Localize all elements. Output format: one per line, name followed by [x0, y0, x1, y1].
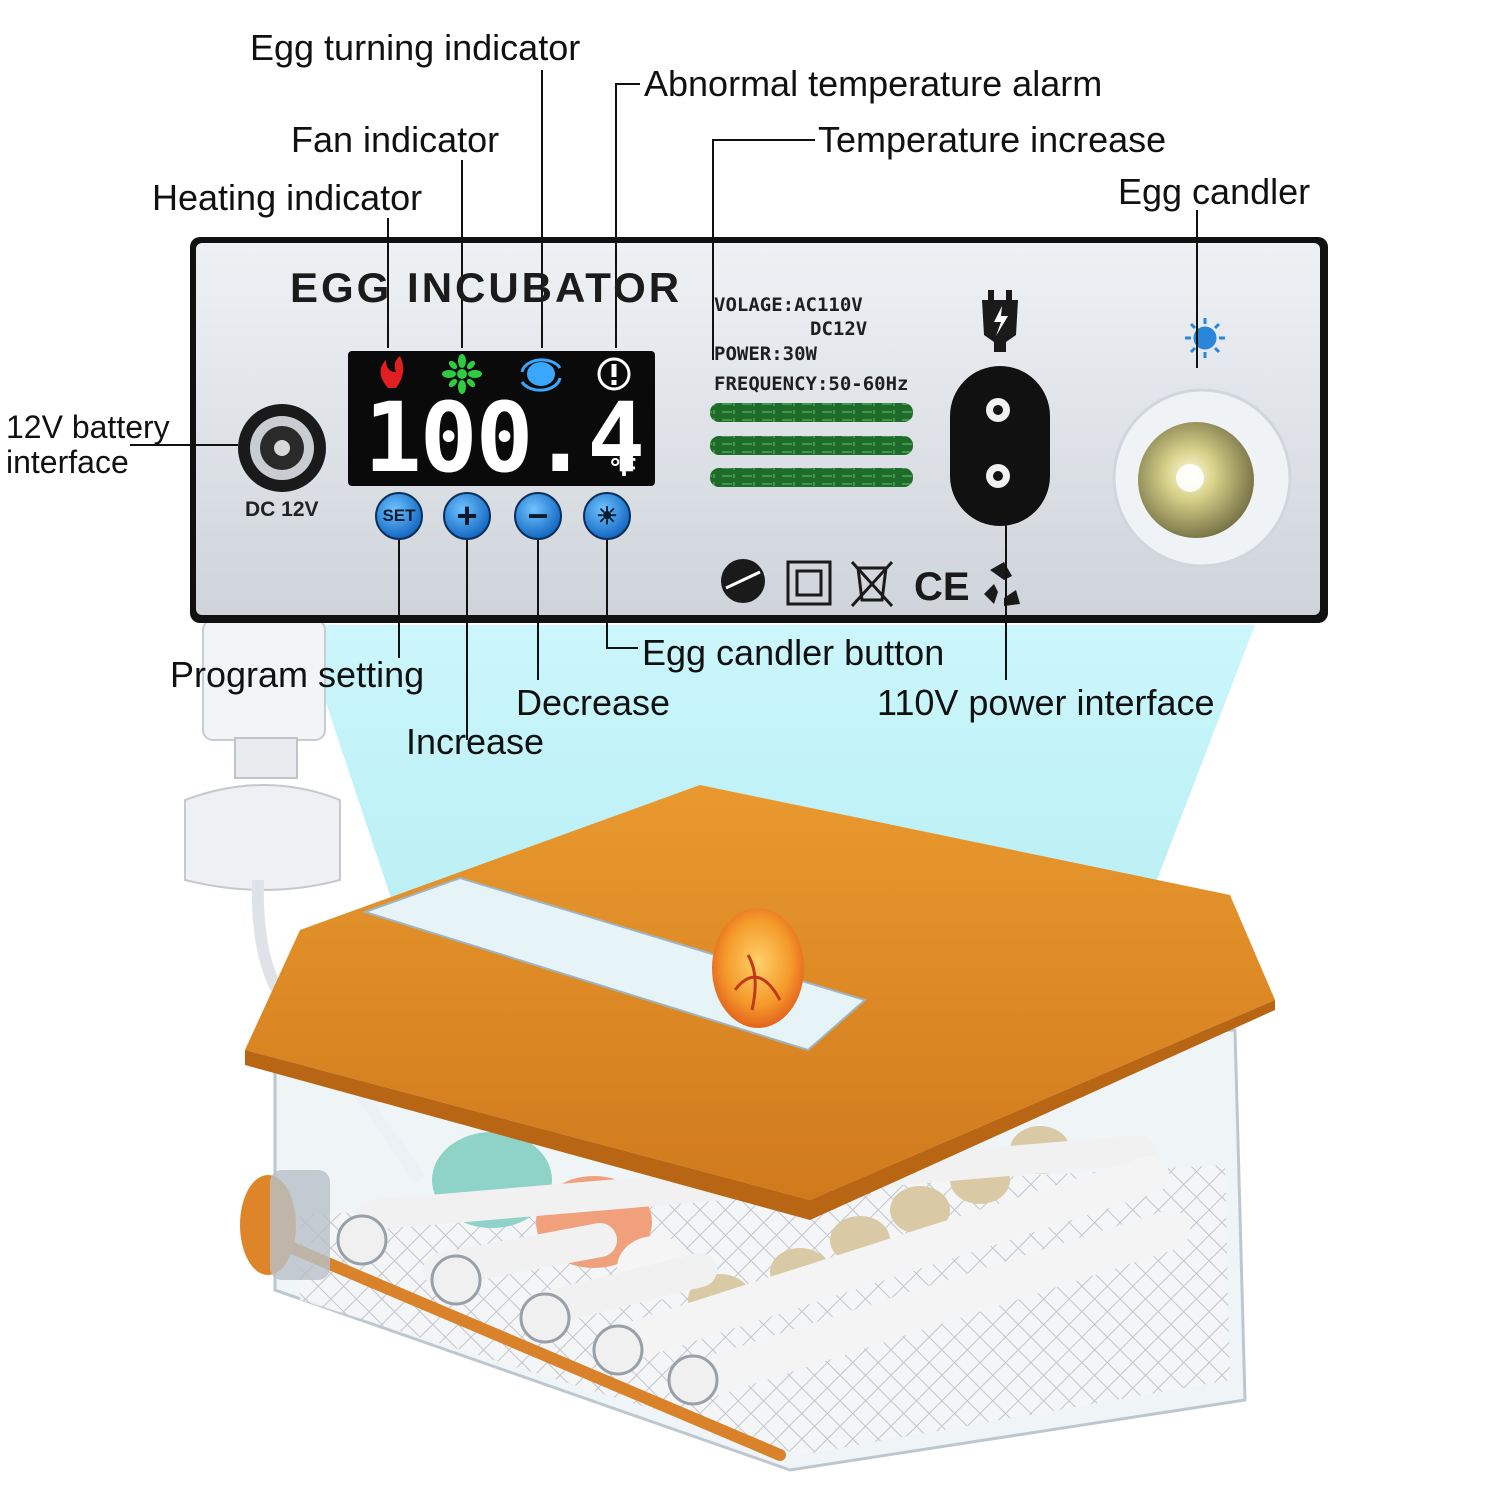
double-insulation-icon — [786, 560, 832, 606]
label-program-setting: Program setting — [170, 654, 425, 695]
increase-button[interactable]: + — [443, 492, 491, 540]
temperature-readout: 100.4 — [364, 382, 645, 494]
certification-marks: CE — [721, 559, 1020, 609]
label-egg-candler-button: Egg candler button — [642, 632, 945, 673]
plug-icon — [982, 290, 1018, 352]
leader-lines — [130, 70, 1198, 740]
dc-jack[interactable] — [238, 404, 326, 492]
panel-title: EGG INCUBATOR — [290, 264, 683, 311]
spec-frequency: FREQUENCY:50-60Hz — [714, 373, 909, 395]
weee-bin-icon — [850, 560, 894, 608]
light-icon — [1185, 318, 1225, 358]
label-abnormal-temperature-alarm: Abnormal temperature alarm — [644, 63, 1103, 104]
label-temperature-increase: Temperature increase — [818, 119, 1167, 160]
rotate-icon — [520, 358, 562, 392]
line-alarm — [615, 83, 640, 348]
alert-icon — [597, 357, 631, 391]
line-temp-increase — [712, 139, 815, 360]
fan-icon — [442, 354, 482, 394]
incubator-lid — [245, 785, 1275, 1220]
spec-voltage: VOLAGE:AC110V — [714, 294, 863, 316]
candler-button[interactable]: ☀ — [583, 492, 631, 540]
vent-slot — [710, 468, 913, 487]
line-candler-button — [606, 540, 638, 649]
power-socket[interactable] — [950, 366, 1050, 526]
spec-voltage-dc: DC12V — [810, 318, 868, 340]
label-fan-indicator: Fan indicator — [291, 119, 500, 160]
spec-power: POWER:30W — [714, 343, 817, 365]
dc-label: DC 12V — [245, 498, 319, 521]
temperature-unit: °F — [610, 452, 637, 482]
label-egg-candler: Egg candler — [1118, 171, 1311, 212]
label-power-interface: 110V power interface — [877, 682, 1215, 723]
quail-egg — [890, 1186, 950, 1234]
incubator-body — [240, 1028, 1247, 1472]
label-egg-turning-indicator: Egg turning indicator — [250, 27, 581, 68]
label-battery-interface: 12V battery interface — [6, 409, 170, 480]
label-heating-indicator: Heating indicator — [152, 177, 423, 218]
lcd-display — [348, 351, 655, 486]
label-decrease: Decrease — [516, 682, 671, 723]
vent-slot — [710, 403, 913, 422]
set-button[interactable]: SET — [375, 492, 423, 540]
decrease-button[interactable]: − — [514, 492, 562, 540]
ce-mark: CE — [914, 565, 970, 609]
label-increase: Increase — [406, 721, 545, 762]
candled-egg — [712, 908, 804, 1028]
candler-lamp — [1112, 388, 1292, 568]
flame-icon — [380, 356, 404, 388]
vent-slot — [710, 436, 913, 455]
